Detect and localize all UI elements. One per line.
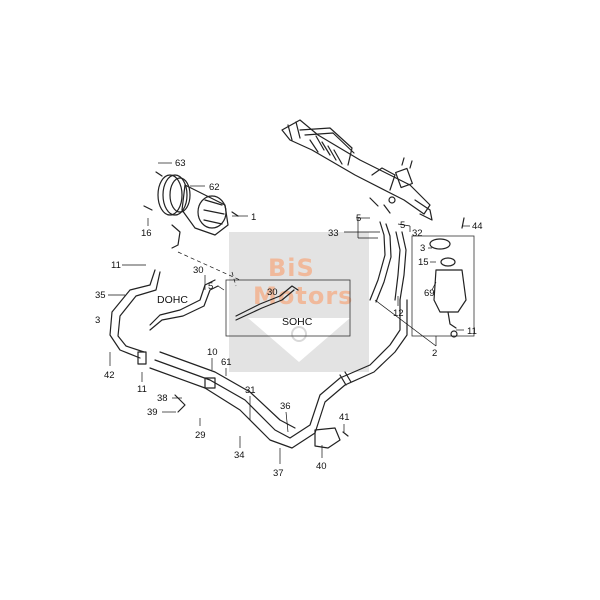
callout-33: 33 [328, 228, 339, 239]
callout-labels: 63 62 1 16 11 35 3 42 11 30 5 DOHC 30 SO… [95, 158, 483, 479]
callout-37: 37 [273, 468, 284, 479]
callout-1: 1 [251, 212, 256, 223]
leader-lines [108, 162, 470, 464]
callout-12: 12 [393, 308, 404, 319]
sohc-label: SOHC [282, 316, 313, 328]
callout-36: 36 [280, 401, 291, 412]
dohc-label: DOHC [157, 294, 188, 306]
callout-5-mid: 5 [400, 220, 405, 231]
callout-35: 35 [95, 290, 106, 301]
power-steering-pump [143, 171, 239, 249]
callout-11-bottom: 11 [137, 384, 147, 395]
watermark: BiS Motors [229, 232, 369, 372]
callout-61: 61 [221, 357, 232, 368]
callout-3-left: 3 [95, 315, 100, 326]
callout-16: 16 [141, 228, 152, 239]
callout-44: 44 [472, 221, 483, 232]
callout-30-sohc: 30 [267, 287, 278, 298]
callout-32: 32 [412, 228, 423, 239]
callout-30-dohc: 30 [193, 265, 204, 276]
callout-42: 42 [104, 370, 115, 381]
reservoir-assembly [411, 217, 475, 338]
callout-29: 29 [195, 430, 206, 441]
callout-3-reservoir: 3 [420, 243, 425, 254]
callout-11-reservoir: 11 [467, 326, 477, 337]
callout-2: 2 [432, 348, 437, 359]
callout-31: 31 [245, 385, 256, 396]
hose-assembly [109, 221, 408, 449]
callout-15: 15 [418, 257, 429, 268]
callout-69: 69 [424, 288, 435, 299]
watermark-line1: BiS [268, 254, 315, 282]
callout-5-dohc: 5 [208, 281, 213, 292]
callout-5-top: 5 [356, 213, 361, 224]
callout-40: 40 [316, 461, 327, 472]
callout-39: 39 [147, 407, 158, 418]
callout-41: 41 [339, 412, 350, 423]
steering-gear-rack [281, 119, 433, 221]
sohc-inset [225, 279, 351, 337]
callout-11-top: 11 [111, 260, 121, 271]
callout-38: 38 [157, 393, 168, 404]
callout-34: 34 [234, 450, 245, 461]
callout-62: 62 [209, 182, 220, 193]
callout-63: 63 [175, 158, 186, 169]
callout-10: 10 [207, 347, 218, 358]
